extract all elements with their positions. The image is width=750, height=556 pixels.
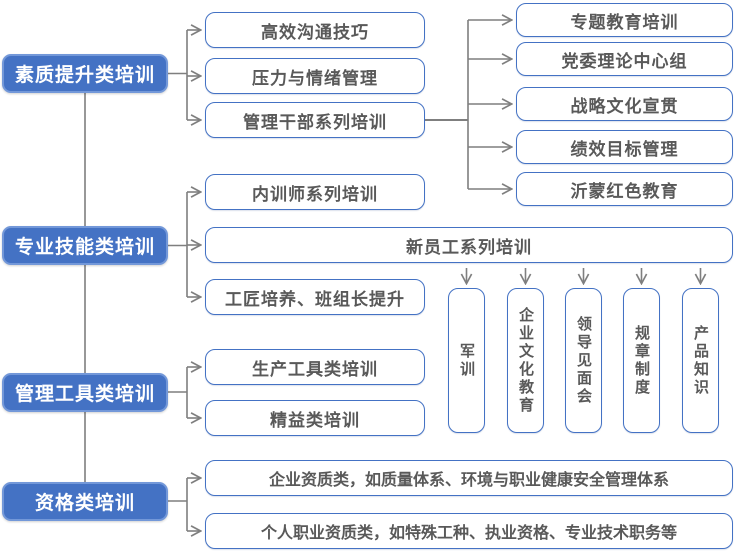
connector-branch-new-employee	[467, 268, 701, 283]
item-leader-meeting: 领导见面会	[565, 288, 602, 433]
item-performance-goal: 绩效目标管理	[516, 130, 733, 164]
item-yimeng-red-education: 沂蒙红色教育	[516, 172, 733, 206]
item-enterprise-qualification: 企业资质类，如质量体系、环境与职业健康安全管理体系	[205, 460, 733, 496]
category-qualification: 资格类培训	[2, 482, 168, 521]
item-strategy-culture: 战略文化宣贯	[516, 87, 733, 121]
item-military-training: 军训	[448, 288, 485, 433]
item-rules-regulations: 规章制度	[623, 288, 660, 433]
connector-branch-cat3	[168, 367, 200, 418]
connector-branch-cat4	[168, 478, 200, 531]
connector-branch-cat1	[168, 30, 200, 120]
vertical-label: 产品知识	[692, 324, 709, 397]
item-communication-skills: 高效沟通技巧	[205, 12, 425, 48]
connector-branch-cadre	[425, 20, 511, 189]
category-professional-skills: 专业技能类培训	[2, 226, 168, 265]
category-quality-improvement: 素质提升类培训	[2, 54, 168, 93]
item-corporate-culture-education: 企业文化教育	[507, 288, 544, 433]
item-stress-emotion: 压力与情绪管理	[205, 58, 425, 94]
vertical-label: 军训	[458, 342, 475, 379]
connector-branch-cat2	[168, 192, 200, 297]
category-management-tools: 管理工具类培训	[2, 373, 168, 412]
item-internal-trainer-series: 内训师系列培训	[205, 174, 425, 210]
vertical-label: 规章制度	[633, 324, 650, 397]
vertical-label: 企业文化教育	[517, 306, 534, 415]
item-lean-training: 精益类培训	[205, 400, 425, 436]
item-production-tools-training: 生产工具类培训	[205, 349, 425, 385]
vertical-label: 领导见面会	[575, 315, 592, 406]
item-personal-qualification: 个人职业资质类，如特殊工种、执业资格、专业技术职务等	[205, 513, 733, 549]
item-special-topic-education: 专题教育培训	[516, 3, 733, 37]
item-product-knowledge: 产品知识	[682, 288, 719, 433]
item-new-employee-series: 新员工系列培训	[205, 227, 733, 263]
item-craftsman-team-leader: 工匠培养、班组长提升	[205, 279, 425, 315]
item-management-cadre-series: 管理干部系列培训	[205, 102, 425, 138]
item-party-committee-theory: 党委理论中心组	[516, 42, 733, 76]
